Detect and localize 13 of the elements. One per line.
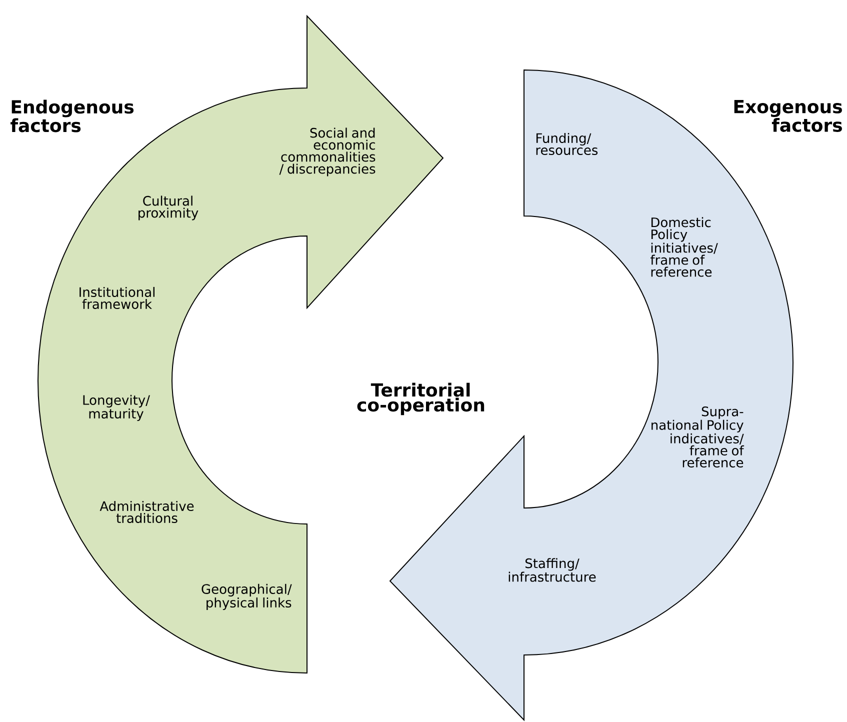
factor-label: Administrative traditions: [100, 500, 194, 524]
factor-label: Geographical/ physical links: [202, 584, 292, 610]
center-title: Territorial co-operation: [357, 382, 484, 416]
factor-label: Longevity/ maturity: [83, 394, 150, 422]
factor-label: Staffing/ infrastructure: [508, 558, 596, 582]
factor-label: Funding/ resources: [536, 132, 598, 156]
group-heading: Exogenous factors: [734, 100, 842, 132]
factor-label: Supra- national Policy indicatives/ frame of reference: [652, 406, 744, 468]
group-heading: Endogenous factors: [10, 100, 134, 132]
factor-label: Institutional framework: [80, 286, 154, 310]
factor-label: Social and economic commonalities / discrepancies: [279, 128, 376, 176]
factor-label: Cultural proximity: [138, 196, 198, 220]
factor-label: Domestic Policy initiatives/ frame of reference: [650, 217, 718, 277]
